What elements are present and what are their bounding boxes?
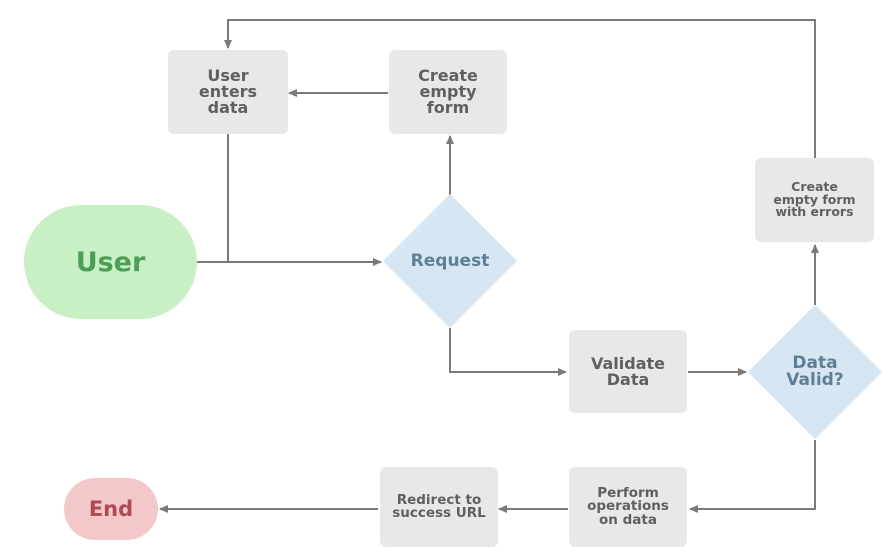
validate-data-box: Validate Data bbox=[569, 330, 687, 413]
perform-operations-label: Perform operations on data bbox=[587, 484, 669, 528]
validate-data-label: Validate Data bbox=[590, 353, 666, 389]
user-start-node: User bbox=[24, 205, 197, 319]
data-valid-diamond bbox=[748, 305, 882, 439]
create-empty-form-errors-box: Create empty form with errors bbox=[755, 158, 874, 242]
end-label: End bbox=[88, 497, 134, 521]
request-label: Request bbox=[410, 250, 490, 271]
end-node: End bbox=[64, 478, 158, 540]
loop-back-connector bbox=[224, 19, 816, 160]
redirect-success-label: Redirect to success URL bbox=[392, 491, 486, 521]
user-enters-data-label: User enters data bbox=[198, 66, 258, 117]
user-enters-data-box: User enters data bbox=[168, 50, 288, 134]
create-empty-form-errors-label: Create empty form with errors bbox=[773, 179, 856, 220]
create-empty-form-box: Create empty form bbox=[389, 50, 507, 134]
request-to-validate-arrow bbox=[449, 328, 567, 376]
perform-operations-box: Perform operations on data bbox=[569, 467, 687, 547]
redirect-success-box: Redirect to success URL bbox=[380, 467, 498, 547]
data-valid-label: Data Valid? bbox=[786, 353, 844, 390]
create-empty-form-label: Create empty form bbox=[418, 66, 478, 117]
user-start-label: User bbox=[75, 246, 146, 278]
decision-to-perform-arrow bbox=[689, 440, 816, 513]
request-diamond bbox=[383, 194, 517, 328]
